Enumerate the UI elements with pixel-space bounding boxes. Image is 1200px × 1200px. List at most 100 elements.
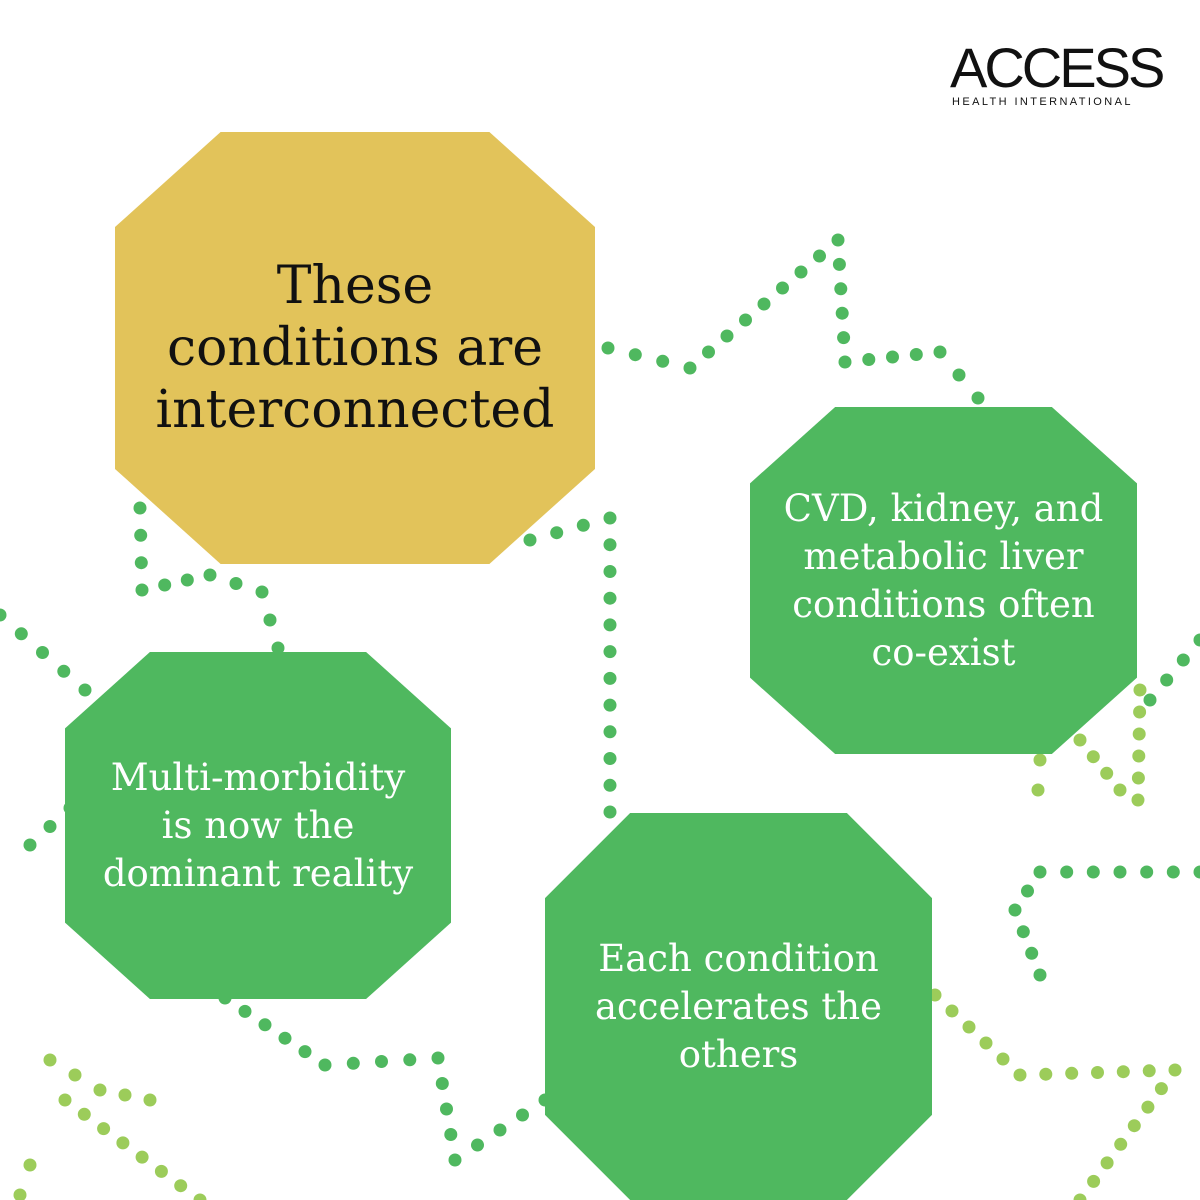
node-multimorbidity: Multi-morbidity is now the dominant real… xyxy=(65,652,451,999)
connector-dot xyxy=(435,1077,449,1090)
connector-dot xyxy=(1031,783,1045,797)
connector-dot xyxy=(1016,925,1030,939)
connector-dot xyxy=(628,348,642,362)
connector-dot xyxy=(238,1004,252,1018)
connector-dot xyxy=(1086,865,1100,879)
node-line: co-exist xyxy=(871,630,1016,674)
access-health-logo: ACCESS HEALTH INTERNATIONAL xyxy=(950,36,1165,109)
node-line: dominant reality xyxy=(102,851,414,895)
connector-dot xyxy=(603,618,617,632)
node-line: Each condition xyxy=(598,936,879,980)
connector-dot xyxy=(271,641,285,655)
connector-dot xyxy=(93,1083,107,1097)
connector-dot xyxy=(1131,793,1145,807)
connector-dot xyxy=(154,1164,168,1178)
connector-dot xyxy=(258,1018,272,1032)
connector-dot xyxy=(1132,727,1146,741)
connector-dot xyxy=(1025,946,1039,960)
connector-dot xyxy=(1166,865,1180,879)
connector-dot xyxy=(318,1058,332,1072)
connector-dot xyxy=(77,1107,91,1121)
connector-dot xyxy=(834,282,848,296)
connector-dot xyxy=(346,1056,360,1070)
logo-subtitle: HEALTH INTERNATIONAL xyxy=(952,96,1133,108)
connector-dot xyxy=(135,583,149,597)
connector-dot xyxy=(203,568,217,582)
connector-dot xyxy=(1086,750,1100,764)
connector-dot xyxy=(36,646,49,659)
connector-dot xyxy=(1131,771,1145,785)
node-line: accelerates the xyxy=(595,984,882,1028)
connector-dot xyxy=(134,556,148,570)
connector-dot xyxy=(603,565,617,578)
connector-dot xyxy=(23,1158,37,1172)
node-line: metabolic liver xyxy=(803,534,1084,578)
connector-dot xyxy=(0,608,7,622)
connector-dot xyxy=(832,257,846,271)
node-line: CVD, kidney, and xyxy=(783,486,1104,530)
connector-dot xyxy=(440,1102,453,1116)
connector-dot xyxy=(603,645,617,659)
logo-wordmark: ACCESS xyxy=(950,36,1165,99)
connector-dot xyxy=(1033,753,1047,767)
connector-dot xyxy=(1113,783,1127,797)
connector-dot xyxy=(43,1053,57,1067)
connector-dot xyxy=(835,306,849,320)
connector-dot xyxy=(837,331,851,345)
connector-dot xyxy=(58,1093,72,1107)
main-node-line: interconnected xyxy=(155,380,555,440)
node-line: others xyxy=(678,1032,799,1076)
connector-dot xyxy=(255,585,269,599)
connector-dot xyxy=(656,354,670,368)
node-coexist-text: CVD, kidney, and metabolic liver conditi… xyxy=(784,485,1104,677)
connector-dot xyxy=(683,361,697,375)
connector-dot xyxy=(448,1153,462,1167)
connector-dot xyxy=(1114,1137,1128,1151)
connector-dot xyxy=(97,1122,111,1136)
connector-dot xyxy=(1160,673,1174,687)
node-accelerates-text: Each condition accelerates the others xyxy=(595,935,882,1079)
connector-dot xyxy=(702,345,715,359)
connector-dot xyxy=(1133,683,1147,697)
connector-dot xyxy=(739,313,752,327)
node-multimorbidity-text: Multi-morbidity is now the dominant real… xyxy=(103,754,413,898)
connector-dot xyxy=(471,1138,484,1152)
connector-dot xyxy=(444,1128,458,1141)
main-node-line: conditions are xyxy=(166,318,543,378)
connector-dot xyxy=(576,518,590,532)
connector-dot xyxy=(516,1108,529,1122)
connector-dot xyxy=(143,1093,157,1107)
connector-dot xyxy=(68,1068,82,1082)
connector-dot xyxy=(603,591,617,605)
connector-dot xyxy=(523,533,537,547)
connector-dot xyxy=(603,778,617,792)
connector-dot xyxy=(14,627,28,641)
connector-dot xyxy=(979,1036,993,1050)
connector-dot xyxy=(229,577,243,590)
connector-dot xyxy=(838,355,852,369)
connector-dot xyxy=(603,725,617,739)
connector-dot xyxy=(757,297,771,311)
connector-dot xyxy=(971,391,985,405)
connector-dot xyxy=(1113,865,1127,879)
connector-dot xyxy=(1100,766,1114,780)
connector-dot xyxy=(1060,865,1074,879)
connector-dot xyxy=(1141,1100,1155,1114)
connector-dot xyxy=(116,1136,130,1150)
connector-dot xyxy=(493,1123,507,1137)
connector-dot xyxy=(909,348,923,361)
connector-dot xyxy=(952,368,966,382)
connector-dot xyxy=(431,1051,445,1065)
connector-dot xyxy=(1087,1174,1101,1188)
connector-dot xyxy=(403,1053,417,1067)
connector-dot xyxy=(831,233,845,247)
connector-dot xyxy=(1065,1066,1079,1080)
main-node-line: These xyxy=(276,256,434,316)
connector-dot xyxy=(1116,1065,1130,1079)
connector-dot xyxy=(1039,1067,1053,1081)
connector-dot xyxy=(603,752,617,765)
connector-dot xyxy=(174,1179,188,1193)
connector-dot xyxy=(133,501,147,515)
connector-dot xyxy=(1154,1082,1168,1096)
